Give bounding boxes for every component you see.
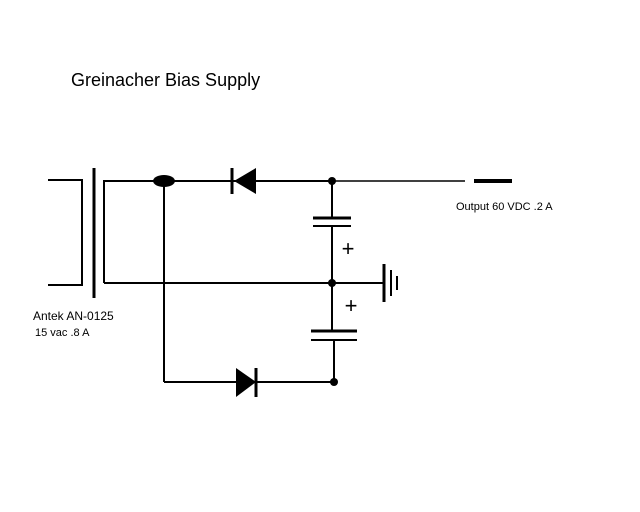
transformer-model-label: Antek AN-0125 bbox=[33, 309, 114, 323]
ground-symbol bbox=[382, 264, 398, 302]
transformer-primary-winding bbox=[48, 179, 83, 286]
output-label: Output 60 VDC .2 A bbox=[456, 201, 553, 213]
capacitor-lower bbox=[311, 329, 357, 341]
diagram-title: Greinacher Bias Supply bbox=[71, 70, 261, 90]
diode-bottom bbox=[236, 368, 258, 397]
capacitor-upper bbox=[313, 216, 351, 227]
polarity-mark-lower: + bbox=[345, 293, 358, 318]
junction-bottom bbox=[330, 378, 338, 386]
polarity-mark-upper: + bbox=[342, 236, 355, 261]
diode-top bbox=[230, 168, 256, 194]
transformer-rating-label: 15 vac .8 A bbox=[35, 327, 90, 339]
junction-middle bbox=[328, 279, 336, 287]
